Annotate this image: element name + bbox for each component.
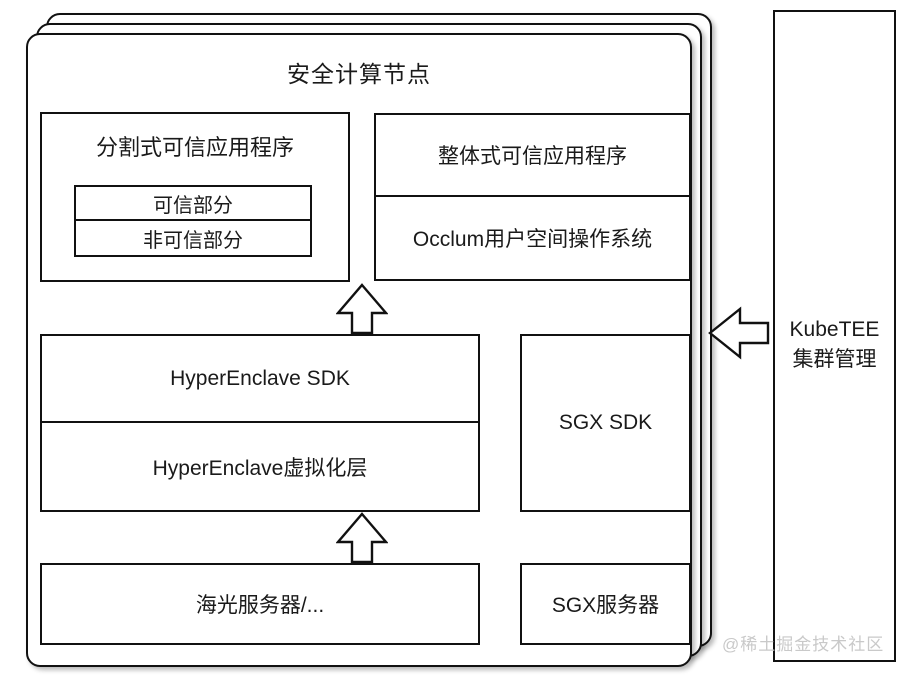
trusted-part-row: 可信部分 — [76, 187, 310, 221]
sgx-server-label: SGX服务器 — [551, 594, 660, 617]
sgx-sdk-label: SGX SDK — [558, 411, 653, 434]
watermark: @稀土掘金技术社区 — [722, 635, 885, 654]
kubetee-label-line1: KubeTEE — [789, 318, 880, 341]
kubetee-label: KubeTEE 集群管理 — [775, 315, 894, 375]
sgx-sdk-box: SGX SDK — [520, 334, 691, 512]
hygon-server-box: 海光服务器/... — [40, 563, 480, 645]
sgx-server-box: SGX服务器 — [520, 563, 691, 645]
monolithic-trusted-application-box: 整体式可信应用程序 Occlum用户空间操作系统 — [374, 113, 691, 281]
split-parts-box: 可信部分 非可信部分 — [74, 185, 312, 257]
hygon-server-label: 海光服务器/... — [195, 594, 325, 617]
hyperenclave-sdk-label: HyperEnclave SDK — [42, 336, 478, 423]
kubetee-label-line2: 集群管理 — [792, 348, 877, 371]
page-title: 安全计算节点 — [287, 61, 431, 87]
hyperenclave-box: HyperEnclave SDK HyperEnclave虚拟化层 — [40, 334, 480, 512]
split-trusted-application-label: 分割式可信应用程序 — [95, 135, 294, 160]
kubetee-cluster-management-box: KubeTEE 集群管理 — [773, 10, 896, 662]
untrusted-part-row: 非可信部分 — [143, 229, 243, 252]
occlum-libos-label: Occlum用户空间操作系统 — [412, 228, 653, 251]
arrow-up-app-to-sdk-icon — [336, 283, 388, 335]
arrow-left-kubetee-to-node-icon — [708, 305, 770, 361]
arrow-up-sdk-to-hardware-icon — [336, 512, 388, 564]
hyperenclave-virtualization-label: HyperEnclave虚拟化层 — [152, 456, 368, 480]
monolithic-application-label: 整体式可信应用程序 — [376, 115, 689, 197]
